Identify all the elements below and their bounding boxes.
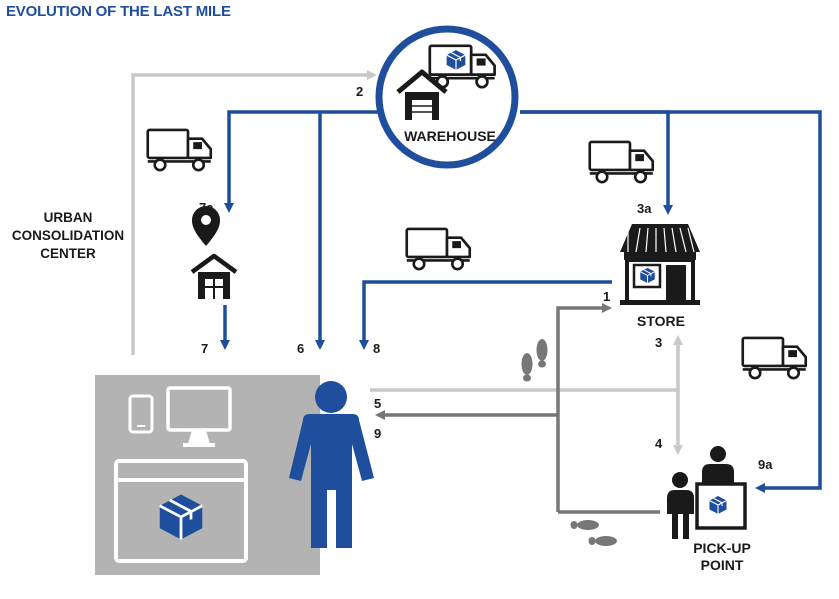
ucc-label-1: URBAN: [44, 210, 93, 225]
pickup-label-1: PICK-UP: [693, 540, 751, 556]
pickup-point-icon: [667, 446, 747, 539]
footprints-icon: [521, 339, 548, 382]
route-label-3a: 3a: [637, 201, 652, 216]
route-label-9a: 9a: [758, 457, 773, 472]
route-label-5: 5: [374, 396, 381, 411]
footprints-icon: [570, 520, 617, 546]
ucc-label-3: CENTER: [40, 246, 96, 261]
customer-person-icon: [289, 381, 374, 548]
truck-icon: [741, 336, 808, 380]
truck-icon: [146, 128, 213, 172]
diagram-title: EVOLUTION OF THE LAST MILE: [6, 3, 231, 20]
store-icon: [620, 224, 700, 305]
route-8-line: [359, 280, 612, 350]
pickup-label-2: POINT: [701, 557, 744, 573]
route-label-7a: 7a: [199, 200, 214, 215]
pickup-locker-icon: [190, 253, 238, 299]
route-label-3: 3: [655, 335, 662, 350]
route-2-line: [131, 70, 377, 355]
route-label-1: 1: [603, 289, 610, 304]
route-label-2: 2: [356, 84, 363, 99]
truck-icon: [588, 140, 655, 184]
truck-icon: [405, 227, 472, 271]
store-label: STORE: [637, 313, 685, 329]
location-pin-icon: [192, 206, 220, 246]
monitor-icon: [166, 386, 232, 447]
route-label-8: 8: [373, 341, 380, 356]
route-1-line: [556, 303, 612, 512]
route-7a-line: [224, 110, 380, 213]
route-label-4: 4: [655, 436, 663, 451]
route-9a-line: [520, 110, 822, 493]
ucc-label-2: CONSOLIDATION: [12, 228, 124, 243]
route-label-6: 6: [297, 341, 304, 356]
route-label-7: 7: [201, 341, 208, 356]
warehouse-node: WAREHOUSE: [375, 25, 519, 169]
warehouse-icon: [396, 69, 448, 120]
phone-icon: [128, 394, 154, 434]
warehouse-label: WAREHOUSE: [404, 128, 496, 144]
route-label-9: 9: [374, 426, 381, 441]
